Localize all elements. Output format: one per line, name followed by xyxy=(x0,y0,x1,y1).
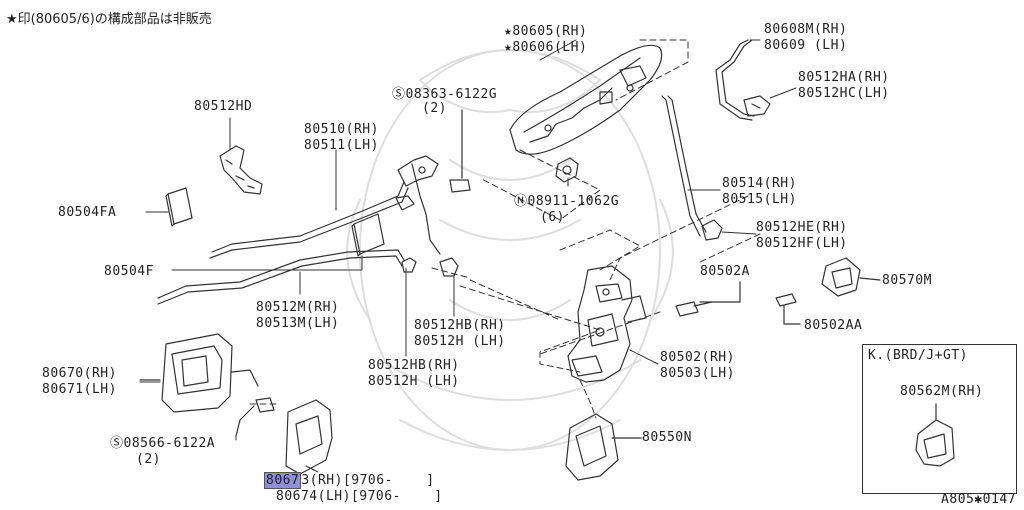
actuator-80550n xyxy=(565,413,641,481)
screw-80502aa xyxy=(775,293,801,325)
label-80513m: 80513M(LH) xyxy=(256,316,340,331)
label-80502a: 80502A xyxy=(700,264,750,279)
screw-08566 xyxy=(235,397,275,437)
screw-80502a xyxy=(675,281,741,317)
label-80674: 80674(LH)[9706- ] xyxy=(276,489,443,504)
highlight-80673[interactable]: 8067 xyxy=(264,472,302,489)
label-80512hb-upper: 80512HB(RH) xyxy=(414,318,506,333)
inside-handle xyxy=(139,333,259,413)
label-80510: 80510(RH) xyxy=(304,122,379,137)
label-80512hf: 80512HF(LH) xyxy=(756,236,848,251)
label-nut-08911: Ⓝ08911-1062G xyxy=(514,194,620,209)
label-nut-08911-qty: (6) xyxy=(540,210,565,225)
label-80608m: 80608M(RH) xyxy=(764,22,848,37)
inset-panel xyxy=(862,344,1017,494)
label-80512hb-lower: 80512HB(RH) xyxy=(368,358,460,373)
rod-80514 xyxy=(661,95,707,237)
label-80512m: 80512M(RH) xyxy=(256,300,340,315)
nut-08911 xyxy=(555,157,579,183)
label-80670: 80670(RH) xyxy=(42,366,117,381)
rod-80608m xyxy=(715,39,755,121)
inset-title: K.(BRD/J+GT) xyxy=(868,348,968,363)
door-lock xyxy=(567,265,647,383)
label-screw-08566-qty: (2) xyxy=(136,452,161,467)
clip-80512he xyxy=(701,219,723,241)
pad-80504fa xyxy=(165,187,193,227)
label-80512hd: 80512HD xyxy=(194,99,253,114)
inset-part-label: 80562M(RH) xyxy=(900,384,984,399)
outside-rod xyxy=(209,181,409,259)
leader-lines xyxy=(139,39,797,473)
screw-08363 xyxy=(449,109,471,193)
label-80512hc: 80512HC(LH) xyxy=(798,86,890,101)
label-80504f: 80504F xyxy=(104,264,154,279)
label-80502: 80502(RH) xyxy=(660,350,735,365)
label-80550n: 80550N xyxy=(642,430,692,445)
pad-80504f xyxy=(351,213,385,257)
label-screw-08363-qty: (2) xyxy=(422,101,447,116)
label-80605: ★80605(RH) xyxy=(504,24,588,39)
label-80570m: 80570M xyxy=(882,273,932,288)
label-80512he: 80512HE(RH) xyxy=(756,220,848,235)
label-80512ha: 80512HA(RH) xyxy=(798,70,890,85)
bracket-80570m xyxy=(821,257,881,297)
label-screw-08566: Ⓢ08566-6122A xyxy=(110,436,216,451)
escutcheon-80673 xyxy=(285,399,333,475)
label-80512h-upper: 80512H (LH) xyxy=(414,334,506,349)
clip-80512ha xyxy=(743,95,771,117)
label-80504fa: 80504FA xyxy=(58,205,117,220)
label-80502aa: 80502AA xyxy=(804,318,863,333)
label-80511: 80511(LH) xyxy=(304,138,379,153)
bell-crank xyxy=(395,155,459,277)
lock-rod xyxy=(157,249,405,305)
diagram-code: A805✱0147 xyxy=(941,492,1016,507)
label-80671: 80671(LH) xyxy=(42,382,117,397)
label-80515: 80515(LH) xyxy=(722,192,797,207)
label-80503: 80503(LH) xyxy=(660,366,735,381)
clip-80512hd xyxy=(219,145,263,195)
label-80514: 80514(RH) xyxy=(722,176,797,191)
label-80606: ★80606(LH) xyxy=(504,40,588,55)
inset-part-80562m xyxy=(915,403,955,467)
label-80512h-lower: 80512H (LH) xyxy=(368,374,460,389)
label-screw-08363: Ⓢ08363-6122G xyxy=(392,87,498,102)
outside-handle xyxy=(509,44,663,155)
label-80609: 80609 (LH) xyxy=(764,38,848,53)
note-not-for-sale: ★印(80605/6)の構成部品は非販売 xyxy=(6,12,212,27)
